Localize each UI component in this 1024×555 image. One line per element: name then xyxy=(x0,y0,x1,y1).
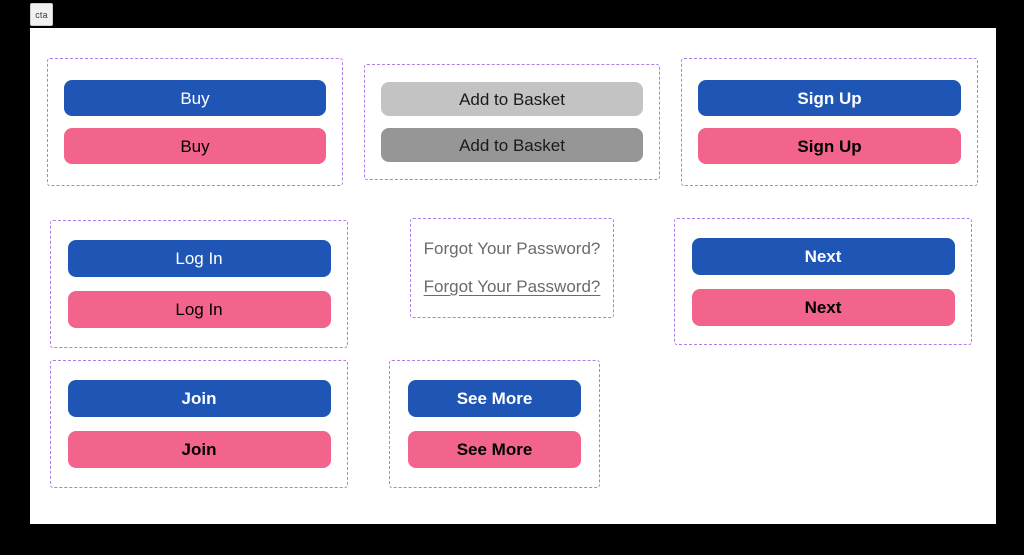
button-group-buy: Buy Buy xyxy=(47,58,343,186)
sign-up-button-blue[interactable]: Sign Up xyxy=(698,80,961,116)
buy-button-pink[interactable]: Buy xyxy=(64,128,326,164)
cta-tab-label: cta xyxy=(35,9,48,20)
next-button-pink[interactable]: Next xyxy=(691,288,955,326)
button-group-sign-up: Sign Up Sign Up xyxy=(681,58,978,186)
button-group-see-more: See More See More xyxy=(389,360,600,488)
buy-button-blue[interactable]: Buy xyxy=(64,80,326,116)
forgot-password-link-plain[interactable]: Forgot Your Password? xyxy=(423,239,601,258)
see-more-button-blue[interactable]: See More xyxy=(408,380,581,417)
join-button-pink[interactable]: Join xyxy=(67,431,331,468)
content-canvas: Buy Buy Add to Basket Add to Basket Sign… xyxy=(30,28,996,524)
sign-up-button-pink[interactable]: Sign Up xyxy=(698,128,961,164)
button-group-next: Next Next xyxy=(674,218,972,345)
cta-tab[interactable]: cta xyxy=(30,3,53,26)
link-group-forgot-password: Forgot Your Password? Forgot Your Passwo… xyxy=(410,218,614,318)
join-button-blue[interactable]: Join xyxy=(67,380,331,417)
button-group-add-to-basket: Add to Basket Add to Basket xyxy=(364,64,660,180)
button-group-join: Join Join xyxy=(50,360,348,488)
log-in-button-pink[interactable]: Log In xyxy=(67,291,331,328)
add-to-basket-button-dark[interactable]: Add to Basket xyxy=(381,128,643,162)
next-button-blue[interactable]: Next xyxy=(691,237,955,275)
add-to-basket-button-light[interactable]: Add to Basket xyxy=(381,82,643,116)
forgot-password-link-underlined[interactable]: Forgot Your Password? xyxy=(423,277,601,296)
log-in-button-blue[interactable]: Log In xyxy=(67,240,331,277)
see-more-button-pink[interactable]: See More xyxy=(408,431,581,468)
button-group-log-in: Log In Log In xyxy=(50,220,348,348)
